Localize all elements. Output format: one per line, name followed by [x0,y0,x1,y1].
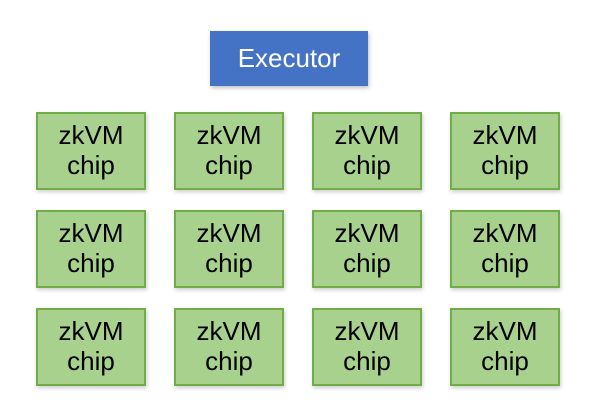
chip-box: zkVM chip [36,308,146,386]
chip-box: zkVM chip [312,112,422,190]
chip-box: zkVM chip [450,210,560,288]
chip-box: zkVM chip [174,112,284,190]
chip-box: zkVM chip [174,210,284,288]
chip-box: zkVM chip [312,308,422,386]
chip-box: zkVM chip [174,308,284,386]
chip-grid: zkVM chip zkVM chip zkVM chip zkVM chip … [36,112,564,386]
chip-box: zkVM chip [450,112,560,190]
chip-box: zkVM chip [36,112,146,190]
chip-box: zkVM chip [36,210,146,288]
chip-box: zkVM chip [312,210,422,288]
chip-box: zkVM chip [450,308,560,386]
executor-box: Executor [210,31,368,86]
